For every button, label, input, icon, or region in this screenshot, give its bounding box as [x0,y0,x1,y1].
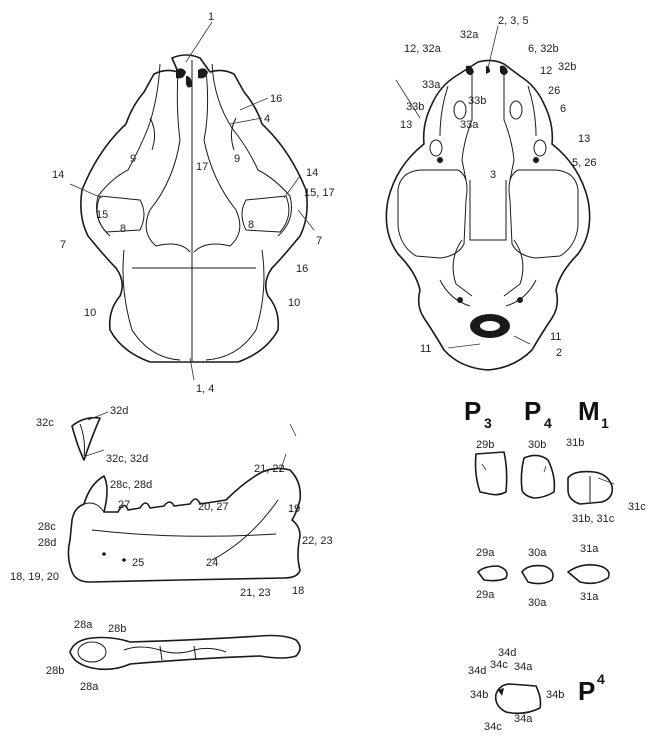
mandible-label: 28c, 28d [110,479,152,491]
ventral-label: 32b [558,61,576,73]
teeth-labels: 29b 30b 31b 31b, 31c 31c 29a 29a 30a 30a… [476,437,646,609]
ventral-label: 12 [540,65,552,77]
dorsal-label: 1, 4 [196,383,214,395]
mandible-label: 20, 27 [198,501,229,513]
dorsal-label: 8 [120,223,126,235]
ventral-label: 33b [468,95,486,107]
dorsal-label: 15 [96,209,108,221]
ventral-label: 2 [556,347,562,359]
tooth-header-p4-sub: 4 [544,415,552,431]
upper-tooth-labels: 34d 34d 34c 34a 34b 34b 34c 34a [468,647,564,733]
dorsal-label: 17 [196,161,208,173]
ventral-label: 6, 32b [528,43,559,55]
mandible-label: 27 [118,499,130,511]
tooth-label: 30a [528,597,547,609]
mandible-label: 32c [36,417,54,429]
upper-tooth-label: 34b [546,689,564,701]
tooth-label: 29a [476,547,495,559]
mandible-label: 21, 23 [240,587,271,599]
dorsal-label: 10 [84,307,96,319]
tooth-header-m1: M [578,396,600,426]
upper-tooth-label: 34d [498,647,516,659]
upper-tooth-label: 34b [470,689,488,701]
ventral-label: 3 [490,169,496,181]
mandible-lateral-view [68,468,300,582]
dorsal-label: 14 [52,169,64,181]
mandible-dorsal-label: 28a [80,681,99,693]
mandible-label: 21, 22 [254,463,285,475]
dorsal-label: 4 [264,113,270,125]
dorsal-label: 9 [234,153,240,165]
upper-tooth-label: 34c [490,659,508,671]
tooth-label: 30b [528,439,546,451]
tooth-label: 31a [580,543,599,555]
dorsal-label: 16 [296,263,308,275]
ventral-label: 33a [422,79,441,91]
dorsal-label: 10 [288,297,300,309]
ventral-label: 33b [406,101,424,113]
ventral-label: 6 [560,103,566,115]
upper-tooth-label: 34a [514,661,533,673]
ventral-label: 11 [420,343,431,355]
tooth-label: 30a [528,547,547,559]
tooth-label: 31c [628,501,646,513]
ventral-label: 11 [550,331,561,343]
mandible-label: 28d [38,537,56,549]
ventral-label: 12, 32a [404,43,442,55]
dorsal-labels: 1 16 4 9 17 9 14 14 15, 17 15 8 8 7 7 10… [52,11,335,395]
mandible-dorsal-label: 28b [108,623,126,635]
mandible-label: 18, 19, 20 [10,571,59,583]
dorsal-label: 1 [208,11,214,23]
upper-p4-tooth [496,684,541,713]
dorsal-label: 14 [306,167,318,179]
incisor-detail [72,418,100,460]
tooth-label: 31a [580,591,599,603]
mandible-label: 32c, 32d [106,453,148,465]
tooth-header-upper-p4-sup: 4 [597,671,605,687]
mandible-label: 25 [132,557,144,569]
dorsal-label: 7 [60,239,66,251]
mandible-dorsal-labels: 28a 28b 28b 28a [46,619,126,693]
mandible-dorsal-label: 28a [74,619,93,631]
mandible-label: 22, 23 [302,535,333,547]
ventral-labels: 32a 2, 3, 5 12, 32a 6, 32b 12 32b 33a 33… [400,15,596,359]
tooth-header-p3-sub: 3 [484,415,492,431]
tooth-label: 31b, 31c [572,513,615,525]
mandible-dorsal-label: 28b [46,665,64,677]
upper-tooth-label: 34d [468,665,486,677]
mandible-label: 24 [206,557,218,569]
dorsal-label: 15, 17 [304,187,335,199]
dorsal-label: 8 [248,219,254,231]
mandible-label: 19 [288,503,300,515]
tooth-label: 29b [476,439,494,451]
upper-tooth-label: 34c [484,721,502,733]
tooth-header-p3: P [464,396,481,426]
ventral-label: 13 [578,133,590,145]
dorsal-label: 16 [270,93,282,105]
ventral-label: 33a [460,119,479,131]
ventral-label: 32a [460,29,479,41]
dorsal-label: 7 [316,235,322,247]
mandible-label: 28c [38,521,56,533]
upper-tooth-label: 34a [514,713,533,725]
tooth-header-upper-p4: P [578,676,595,706]
tooth-label: 31b [566,437,584,449]
tooth-label: 29a [476,589,495,601]
mandible-label: 32d [110,405,128,417]
leader-lines [70,22,530,472]
ventral-label: 5, 26 [572,157,596,169]
ventral-label: 13 [400,119,412,131]
ventral-label: 26 [548,85,560,97]
mandible-dorsal-view [70,636,300,670]
mandible-label: 18 [292,585,304,597]
tooth-header-p4: P [524,396,541,426]
tooth-header-m1-sub: 1 [601,415,609,431]
ventral-label: 2, 3, 5 [498,15,529,27]
dorsal-label: 9 [130,153,136,165]
